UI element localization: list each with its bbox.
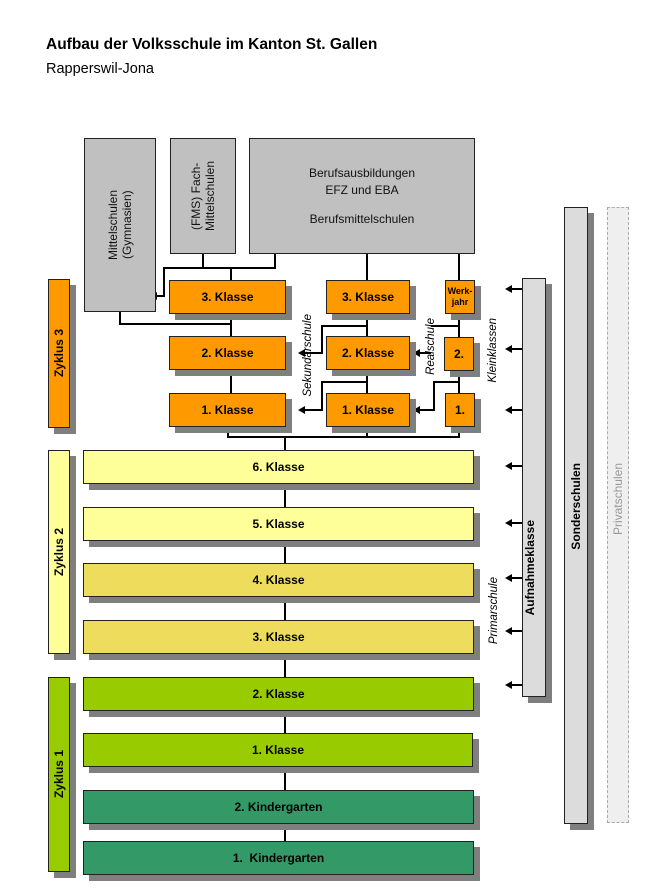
primarschule-label: Primarschule: [488, 577, 500, 645]
werkjahr-label-1: Werk-: [447, 286, 473, 296]
prim-4-label: 4. Klasse: [252, 573, 305, 587]
klein-1-box: 1.: [445, 393, 475, 427]
prim-3-label: 3. Klasse: [252, 630, 305, 644]
connector-to-mittelschulen: [156, 267, 231, 297]
real-3-label: 3. Klasse: [341, 290, 395, 304]
kindergarten-1-label: 1. Kindergarten: [232, 851, 325, 865]
zyklus-1-label: Zyklus 1: [52, 750, 66, 799]
prim-1-label: 1. Klasse: [251, 743, 305, 757]
page-title: Aufbau der Volksschule im Kanton St. Gal…: [46, 36, 378, 53]
zyklus-2-label: Zyklus 2: [52, 527, 66, 577]
sonderschulen-label: Sonderschulen: [569, 463, 583, 550]
prim-3-klasse: 3. Klasse: [83, 620, 474, 654]
zyklus-3-bar: Zyklus 3: [48, 279, 70, 428]
zyklus-3-label: Zyklus 3: [52, 329, 66, 378]
sekundarschule-label: Sekundarschule: [302, 314, 314, 397]
real-2-label: 2. Klasse: [341, 346, 395, 360]
prim-2-klasse: 2. Klasse: [83, 677, 474, 711]
berufsausbildung-box: Berufsausbildungen EFZ und EBA Berufsmit…: [249, 138, 475, 254]
prim-5-label: 5. Klasse: [252, 517, 305, 531]
mittelschulen-label: Mittelschulen: [106, 189, 120, 261]
gymnasien-label: (Gymnasien): [120, 190, 134, 260]
real-1-label: 1. Klasse: [341, 403, 395, 417]
prim-4-klasse: 4. Klasse: [83, 563, 474, 597]
berufsausbildungen-label: Berufsausbildungen: [308, 165, 416, 180]
prim-6-label: 6. Klasse: [252, 460, 305, 474]
page-subtitle: Rapperswil-Jona: [46, 61, 154, 77]
werkjahr-label-2: jahr: [451, 297, 469, 307]
sonderschulen-column: Sonderschulen: [564, 207, 588, 824]
prim-5-klasse: 5. Klasse: [83, 507, 474, 541]
sek-2-label: 2. Klasse: [201, 346, 254, 360]
real-3-klasse: 3. Klasse: [326, 280, 410, 314]
privatschulen-label: Privatschulen: [611, 463, 625, 536]
fachmittelschulen-label: Mittelschulen: [203, 160, 217, 232]
real-2-klasse: 2. Klasse: [326, 336, 410, 370]
sek-3-klasse: 3. Klasse: [169, 280, 286, 314]
prim-2-label: 2. Klasse: [252, 687, 305, 701]
werkjahr-box: Werk- jahr: [445, 280, 475, 314]
sek-3-label: 3. Klasse: [201, 290, 254, 304]
real-1-klasse: 1. Klasse: [326, 393, 410, 427]
connector-mittelschulen-sek: [119, 312, 231, 325]
sek-1-klasse: 1. Klasse: [169, 393, 286, 427]
mittelschulen-box: Mittelschulen (Gymnasien): [84, 138, 156, 312]
sek-1-label: 1. Klasse: [201, 403, 254, 417]
kindergarten-1: 1. Kindergarten: [83, 841, 474, 875]
privatschulen-column: Privatschulen: [607, 207, 629, 823]
fms-box: (FMS) Fach- Mittelschulen: [170, 138, 236, 254]
fms-label: (FMS) Fach-: [189, 162, 203, 230]
kindergarten-2: 2. Kindergarten: [83, 790, 474, 824]
berufsmittelschulen-label: Berufsmittelschulen: [309, 211, 415, 226]
zyklus-1-bar: Zyklus 1: [48, 677, 70, 872]
connector-beruf-sek3: [231, 253, 276, 269]
kindergarten-2-label: 2. Kindergarten: [234, 800, 323, 814]
efz-eba-label: EFZ und EBA: [325, 182, 399, 197]
sek-2-klasse: 2. Klasse: [169, 336, 286, 370]
klein-2-label: 2.: [453, 347, 464, 361]
klein-2-box: 2.: [444, 337, 474, 371]
aufnahmeklasse-label: Aufnahmeklasse: [523, 519, 537, 616]
connector-fms-sek3: [202, 253, 232, 280]
prim-1-klasse: 1. Klasse: [83, 733, 473, 767]
prim-6-klasse: 6. Klasse: [83, 450, 474, 484]
aufnahmeklasse-column: Aufnahmeklasse: [522, 278, 546, 697]
realschule-label: Realschule: [425, 318, 437, 375]
klein-1-label: 1.: [454, 403, 465, 417]
kleinklassen-label: Kleinklassen: [487, 318, 499, 383]
zyklus-2-bar: Zyklus 2: [48, 450, 70, 654]
